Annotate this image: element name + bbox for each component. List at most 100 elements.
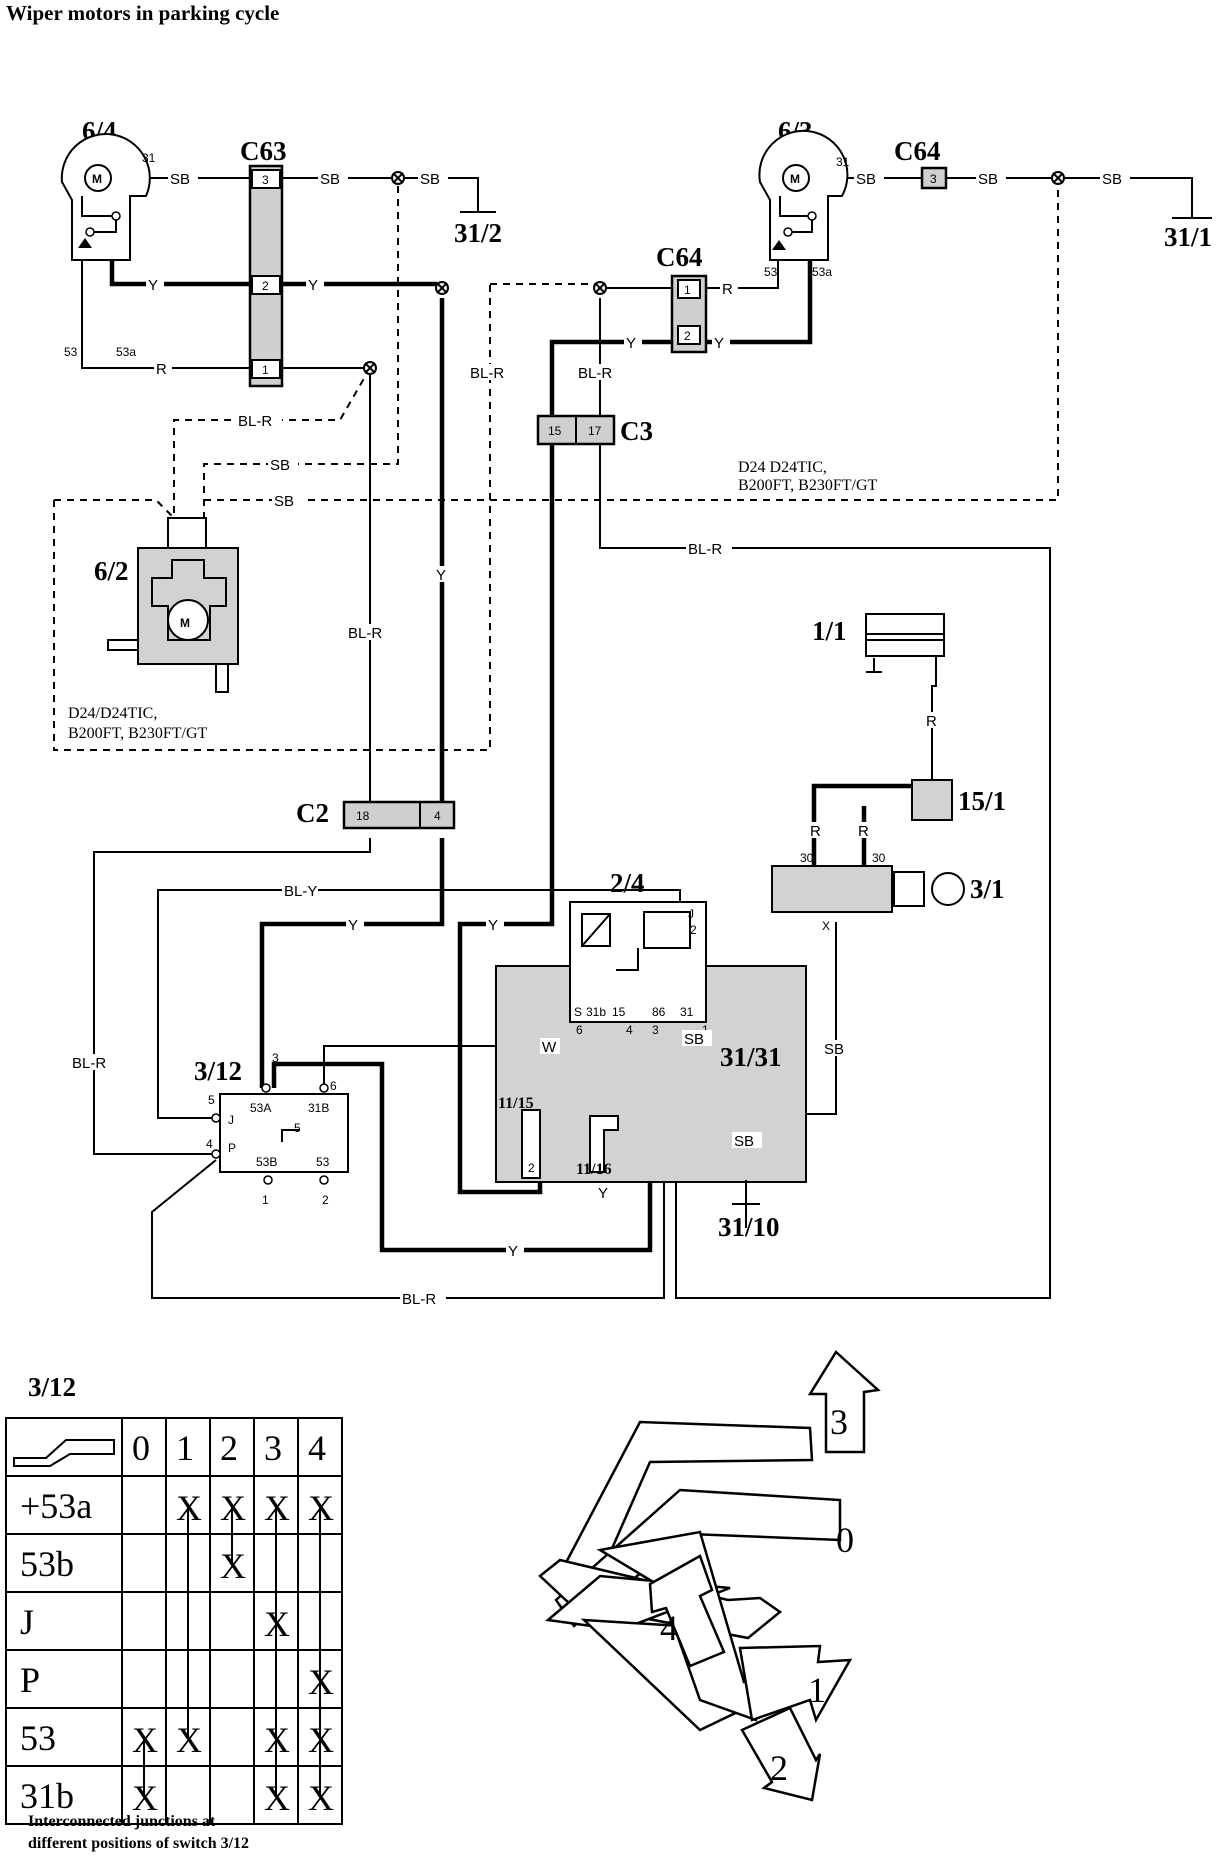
- dashed-envelope-right: [204, 182, 1059, 501]
- splice-icon: [363, 361, 377, 375]
- wire-labels: SB SB SB SB SB SB Y Y Y Y Y R R R R R BL…: [70, 170, 1130, 1308]
- wire-r-m64-c63: [81, 258, 250, 369]
- motor-6-4-diode-icon: [78, 238, 92, 248]
- svg-text:C64: C64: [894, 136, 941, 166]
- ground-31-10: 31/10: [718, 1180, 780, 1242]
- svg-text:4: 4: [434, 809, 441, 823]
- svg-text:5: 5: [294, 1121, 301, 1135]
- svg-text:S: S: [574, 1005, 582, 1019]
- svg-text:4: 4: [206, 1137, 213, 1151]
- motor-6-3-diode-icon: [772, 240, 786, 250]
- svg-text:31: 31: [142, 151, 156, 165]
- table-border: [5, 1417, 343, 1825]
- caption-line-2: different positions of switch 3/12: [28, 1835, 249, 1852]
- svg-text:17: 17: [588, 424, 602, 438]
- svg-text:53: 53: [316, 1155, 330, 1169]
- svg-text:31/10: 31/10: [718, 1212, 780, 1242]
- wire-blr-c2-switch: [93, 838, 371, 1155]
- lever-arm: [554, 1488, 842, 1628]
- relay-2-4: 2/4 J 2 S 31b 15 86 31 6 4 3 1 2 11/15 1…: [495, 868, 807, 1183]
- svg-text:SB: SB: [274, 493, 294, 510]
- key-icon: [931, 872, 965, 906]
- svg-text:2/4: 2/4: [610, 868, 645, 898]
- motor-6-3-m-icon: [782, 164, 810, 192]
- pump-6-2: 6/2 M: [94, 517, 239, 693]
- svg-text:R: R: [722, 281, 733, 298]
- arrow-position-1: [738, 1644, 853, 1724]
- wire-r-fuse-15-1: [931, 646, 937, 786]
- table-row-label: 31b: [20, 1776, 74, 1816]
- connector-c64-mid: C64 1 2: [656, 242, 708, 354]
- ignition-3-1: 3/1 30 30 X: [771, 851, 1005, 933]
- svg-text:SB: SB: [856, 171, 876, 188]
- svg-text:D24 D24TIC,: D24 D24TIC,: [738, 459, 827, 476]
- svg-text:15: 15: [548, 424, 562, 438]
- svg-text:30: 30: [800, 851, 814, 865]
- caption-line-1: Interconnected junctions at: [28, 1813, 216, 1830]
- wire-sb-dashed-6-2: [203, 186, 399, 518]
- wire-y-c2-switch: [259, 838, 445, 1088]
- svg-text:3: 3: [652, 1023, 659, 1037]
- svg-text:Y: Y: [488, 917, 498, 934]
- table-row-label: P: [20, 1660, 40, 1700]
- svg-text:53a: 53a: [116, 345, 136, 359]
- svg-text:2: 2: [770, 1748, 788, 1788]
- svg-text:31B: 31B: [308, 1101, 329, 1115]
- svg-text:53a: 53a: [812, 265, 832, 279]
- ground-31-2-label: 31/2: [454, 218, 502, 248]
- svg-text:BL-Y: BL-Y: [284, 883, 317, 900]
- svg-text:1: 1: [262, 363, 269, 377]
- svg-text:M: M: [790, 172, 800, 186]
- svg-text:Y: Y: [148, 277, 158, 294]
- svg-text:53B: 53B: [256, 1155, 277, 1169]
- svg-text:J: J: [228, 1113, 234, 1127]
- svg-text:C64: C64: [656, 242, 703, 272]
- svg-text:2: 2: [684, 329, 691, 343]
- svg-text:15: 15: [612, 1005, 626, 1019]
- svg-text:86: 86: [652, 1005, 666, 1019]
- svg-text:15/1: 15/1: [958, 786, 1006, 816]
- wire-y-m64-c63: [109, 258, 250, 287]
- svg-text:BL-R: BL-R: [348, 625, 382, 642]
- wire-y-m63-c64: [706, 258, 813, 345]
- connector-c2: C2 18 4: [296, 798, 456, 830]
- svg-text:BL-R: BL-R: [578, 365, 612, 382]
- wire-y-switch3-relay: [271, 1018, 653, 1253]
- arrow-position-4: [648, 1554, 726, 1668]
- svg-text:SB: SB: [270, 457, 290, 474]
- svg-text:Y: Y: [348, 917, 358, 934]
- connector-c63: C63 3 2 1: [240, 136, 287, 388]
- motor-m-icon: [167, 599, 209, 641]
- svg-text:SB: SB: [170, 171, 190, 188]
- svg-text:31: 31: [680, 1005, 694, 1019]
- svg-text:W: W: [542, 1039, 557, 1056]
- svg-text:Y: Y: [626, 335, 636, 352]
- svg-text:C2: C2: [296, 798, 329, 828]
- switch-table-title: 3/12: [28, 1372, 76, 1402]
- svg-text:4: 4: [626, 1023, 633, 1037]
- svg-text:C63: C63: [240, 136, 287, 166]
- splice-icon: [391, 171, 405, 185]
- splice-icon: [435, 281, 449, 295]
- svg-text:53: 53: [64, 345, 78, 359]
- dashed-envelope-top-left: [54, 499, 175, 519]
- diagram-title: Wiper motors in parking cycle: [6, 1, 279, 25]
- splice-icon: [593, 281, 607, 295]
- wire-blr-switch-p: [151, 1018, 665, 1299]
- svg-text:6/2: 6/2: [94, 556, 129, 586]
- table-row-label: +53a: [20, 1486, 92, 1526]
- splice-icon: [1051, 171, 1065, 185]
- svg-text:Y: Y: [598, 1185, 608, 1202]
- svg-text:1/1: 1/1: [812, 616, 847, 646]
- svg-text:1: 1: [808, 1670, 826, 1710]
- wire-r-15-1-ignition-a: [811, 783, 918, 866]
- motor-6-3: 6/3 M 31 53 53a: [758, 116, 850, 279]
- svg-text:6: 6: [576, 1023, 583, 1037]
- svg-text:Y: Y: [508, 1243, 518, 1260]
- svg-text:SB: SB: [320, 171, 340, 188]
- switch-3-12-body: [219, 1093, 349, 1173]
- lever-icon: [13, 1439, 115, 1467]
- svg-text:3/12: 3/12: [194, 1056, 242, 1086]
